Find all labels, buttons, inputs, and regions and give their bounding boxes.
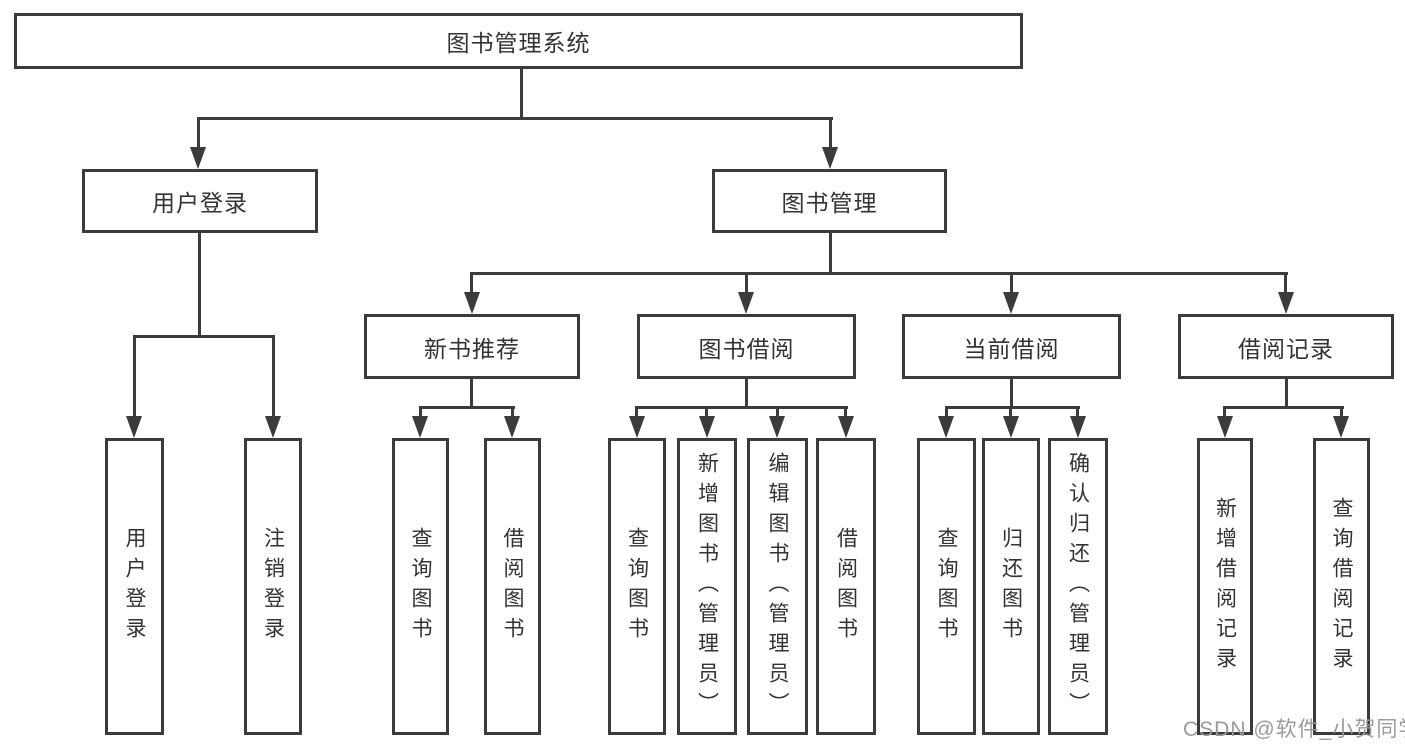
leaf-add-books-admin: 新增图书（管理员） xyxy=(677,438,737,735)
leaf-label: 查询图书 xyxy=(409,526,432,647)
leaf-label: 编辑图书（管理员） xyxy=(766,451,789,722)
connector-to-leaf xyxy=(419,406,422,418)
connector-stem xyxy=(745,379,748,409)
arrowhead-icon xyxy=(265,416,281,438)
node-label: 借阅记录 xyxy=(1238,335,1334,362)
connector-to-leaf xyxy=(133,335,136,421)
arrowhead-icon xyxy=(126,416,142,438)
node-label: 用户登录 xyxy=(152,190,248,216)
connector-to-borrow-records xyxy=(1284,272,1287,296)
connector-user-login-branch xyxy=(133,335,275,338)
node-book-borrowing: 图书借阅 xyxy=(637,314,856,379)
leaf-label: 新增借阅记录 xyxy=(1213,496,1237,677)
connector-to-book-management xyxy=(829,117,832,151)
leaf-label: 查询图书 xyxy=(625,526,649,647)
node-label: 图书管理系统 xyxy=(446,30,591,56)
connector-root-stem xyxy=(520,69,523,118)
arrowhead-icon xyxy=(412,416,428,438)
arrowhead-icon xyxy=(938,416,954,438)
arrowhead-icon xyxy=(1217,416,1233,438)
leaf-return-books: 归还图书 xyxy=(982,438,1040,735)
leaf-query-books-recommend: 查询图书 xyxy=(392,438,449,735)
arrowhead-icon xyxy=(738,292,754,314)
leaf-label: 确认归还（管理员） xyxy=(1066,451,1090,722)
arrowhead-icon xyxy=(190,147,206,169)
leaf-query-borrow-record: 查询借阅记录 xyxy=(1313,438,1370,735)
connector-sub-branch xyxy=(635,406,848,409)
connector-to-leaf xyxy=(776,406,779,418)
connector-to-leaf xyxy=(1223,406,1226,418)
node-book-management-group: 图书管理 xyxy=(712,169,947,233)
leaf-label: 查询图书 xyxy=(935,526,958,647)
connector-to-leaf xyxy=(511,406,514,418)
arrowhead-icon xyxy=(464,292,480,314)
leaf-label: 注销登录 xyxy=(261,526,285,647)
leaf-label: 借阅图书 xyxy=(834,526,858,647)
arrowhead-icon xyxy=(1003,416,1019,438)
node-label: 新书推荐 xyxy=(424,335,520,362)
arrowhead-icon xyxy=(1070,416,1086,438)
leaf-label: 用户登录 xyxy=(123,526,146,647)
connector-to-leaf xyxy=(635,406,638,418)
arrowhead-icon xyxy=(838,416,854,438)
leaf-add-borrow-record: 新增借阅记录 xyxy=(1197,438,1253,735)
leaf-confirm-return-admin: 确认归还（管理员） xyxy=(1048,438,1108,735)
connector-stem xyxy=(1285,379,1288,409)
node-label: 图书借阅 xyxy=(698,335,795,362)
connector-to-book-borrow xyxy=(745,272,748,296)
node-user-login-group: 用户登录 xyxy=(82,169,318,233)
leaf-label: 查询借阅记录 xyxy=(1330,496,1353,677)
connector-stem xyxy=(470,379,473,409)
connector-to-current-borrow xyxy=(1010,272,1013,296)
leaf-label: 归还图书 xyxy=(999,526,1023,647)
csdn-watermark: CSDN @软件_小贺同学 xyxy=(1183,718,1405,741)
connector-level2-branch xyxy=(197,117,833,120)
connector-to-leaf xyxy=(705,406,708,418)
connector-stem xyxy=(1010,379,1013,409)
leaf-label: 借阅图书 xyxy=(501,526,524,647)
arrowhead-icon xyxy=(1333,416,1349,438)
node-label: 当前借阅 xyxy=(963,335,1060,362)
leaf-query-books-borrowing: 查询图书 xyxy=(608,438,666,735)
connector-sub-branch xyxy=(419,406,515,409)
connector-to-leaf xyxy=(272,335,275,421)
leaf-edit-books-admin: 编辑图书（管理员） xyxy=(747,438,808,735)
node-new-book-recommend: 新书推荐 xyxy=(364,314,580,379)
connector-to-new-books xyxy=(470,272,473,296)
leaf-label: 新增图书（管理员） xyxy=(695,451,719,722)
connector-sub-branch xyxy=(1223,406,1344,409)
leaf-user-login: 用户登录 xyxy=(105,438,164,735)
arrowhead-icon xyxy=(822,147,838,169)
connector-to-leaf xyxy=(945,406,948,418)
leaf-query-books-current: 查询图书 xyxy=(917,438,976,735)
connector-level3-branch xyxy=(470,272,1288,275)
arrowhead-icon xyxy=(504,416,520,438)
connector-to-leaf xyxy=(1009,406,1012,418)
leaf-borrow-books: 借阅图书 xyxy=(816,438,876,735)
connector-sub-branch xyxy=(945,406,1080,409)
connector-to-leaf xyxy=(1076,406,1079,418)
arrowhead-icon xyxy=(769,416,785,438)
arrowhead-icon xyxy=(1003,292,1019,314)
leaf-borrow-books-recommend: 借阅图书 xyxy=(484,438,541,735)
connector-book-management-stem xyxy=(829,233,832,274)
leaf-logout: 注销登录 xyxy=(244,438,302,735)
connector-user-login-stem xyxy=(198,233,201,337)
arrowhead-icon xyxy=(629,416,645,438)
node-library-management-system: 图书管理系统 xyxy=(14,13,1023,69)
connector-to-leaf xyxy=(1340,406,1343,418)
node-current-borrowing: 当前借阅 xyxy=(902,314,1121,379)
node-borrowing-records: 借阅记录 xyxy=(1178,314,1394,379)
node-label: 图书管理 xyxy=(781,190,878,216)
connector-to-leaf xyxy=(844,406,847,418)
connector-to-user-login xyxy=(197,117,200,151)
arrowhead-icon xyxy=(699,416,715,438)
arrowhead-icon xyxy=(1278,292,1294,314)
